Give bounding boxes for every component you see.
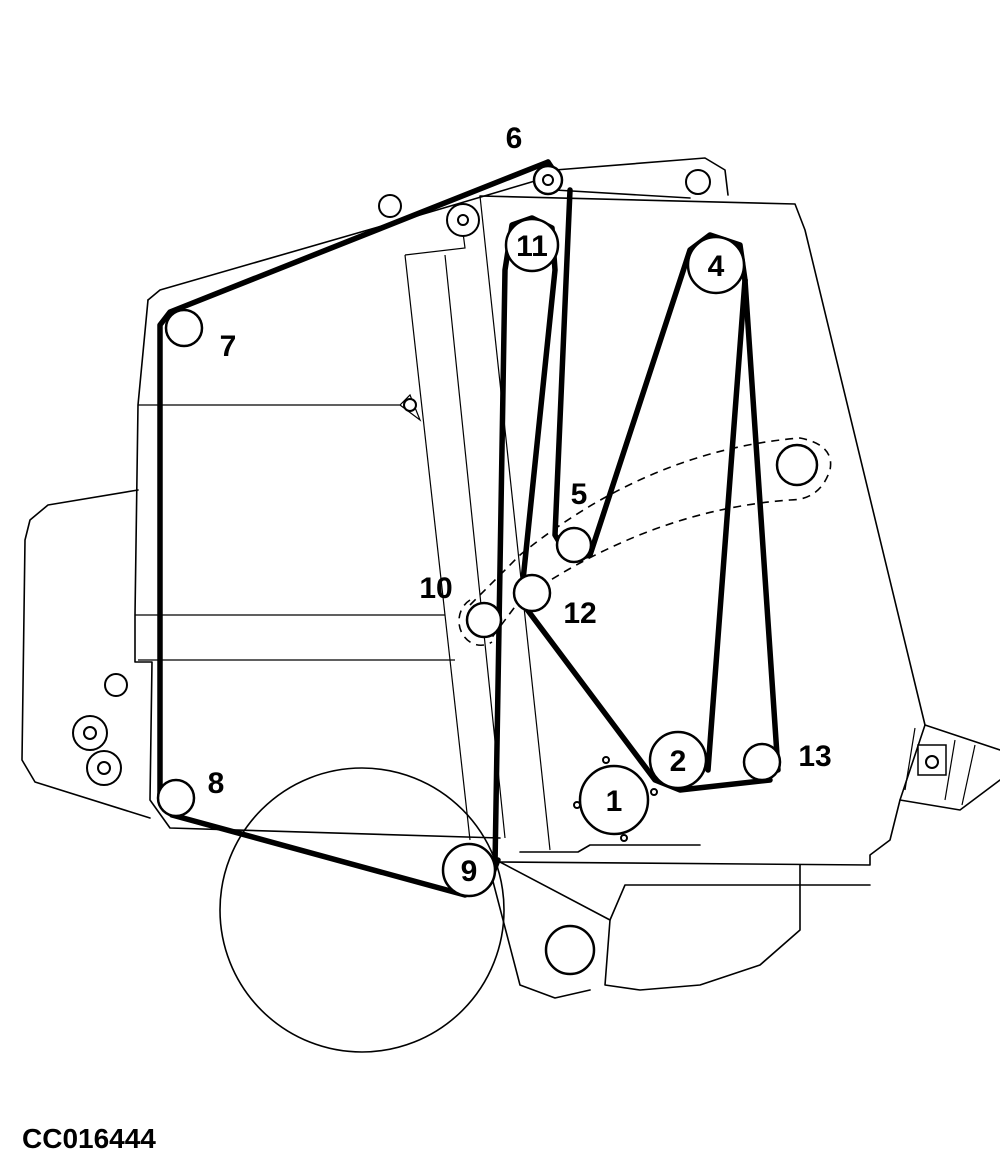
roller-11-label: 11 bbox=[516, 230, 548, 263]
roller-8: 8 bbox=[156, 767, 225, 818]
roller-5-label: 5 bbox=[571, 478, 588, 511]
roller-12: 12 bbox=[512, 573, 597, 630]
misc-hubs bbox=[72, 169, 947, 786]
roller-6-label: 6 bbox=[506, 122, 523, 155]
roller-9: 9 bbox=[441, 842, 497, 898]
baler-body-outline bbox=[21, 157, 1000, 991]
roller-7-label: 7 bbox=[220, 330, 237, 363]
roller-2-label: 2 bbox=[670, 745, 687, 778]
roller-13: 13 bbox=[742, 740, 832, 782]
figure-code: CC016444 bbox=[22, 1123, 156, 1154]
roller-11: 11 bbox=[504, 217, 560, 273]
bale-chamber bbox=[219, 767, 596, 1053]
axle-hub-icon bbox=[544, 924, 596, 976]
roller-4-label: 4 bbox=[708, 250, 725, 283]
roller-13-label: 13 bbox=[798, 740, 831, 773]
roller-1: 1 bbox=[573, 756, 658, 842]
roller-9-label: 9 bbox=[461, 855, 478, 888]
roller-8-label: 8 bbox=[208, 767, 225, 800]
roller-10-label: 10 bbox=[419, 572, 452, 605]
roller-5: 5 bbox=[555, 478, 593, 564]
arm-pivot-icon bbox=[775, 443, 819, 487]
roller-4: 4 bbox=[686, 235, 746, 295]
roller-1-label: 1 bbox=[606, 785, 623, 818]
dashed-tension-arm bbox=[458, 437, 832, 647]
roller-7: 7 bbox=[164, 308, 237, 363]
roller-10: 10 bbox=[419, 572, 503, 639]
roller-2: 2 bbox=[648, 730, 708, 790]
roller-6: 6 bbox=[506, 122, 564, 196]
roller-12-label: 12 bbox=[563, 597, 596, 630]
